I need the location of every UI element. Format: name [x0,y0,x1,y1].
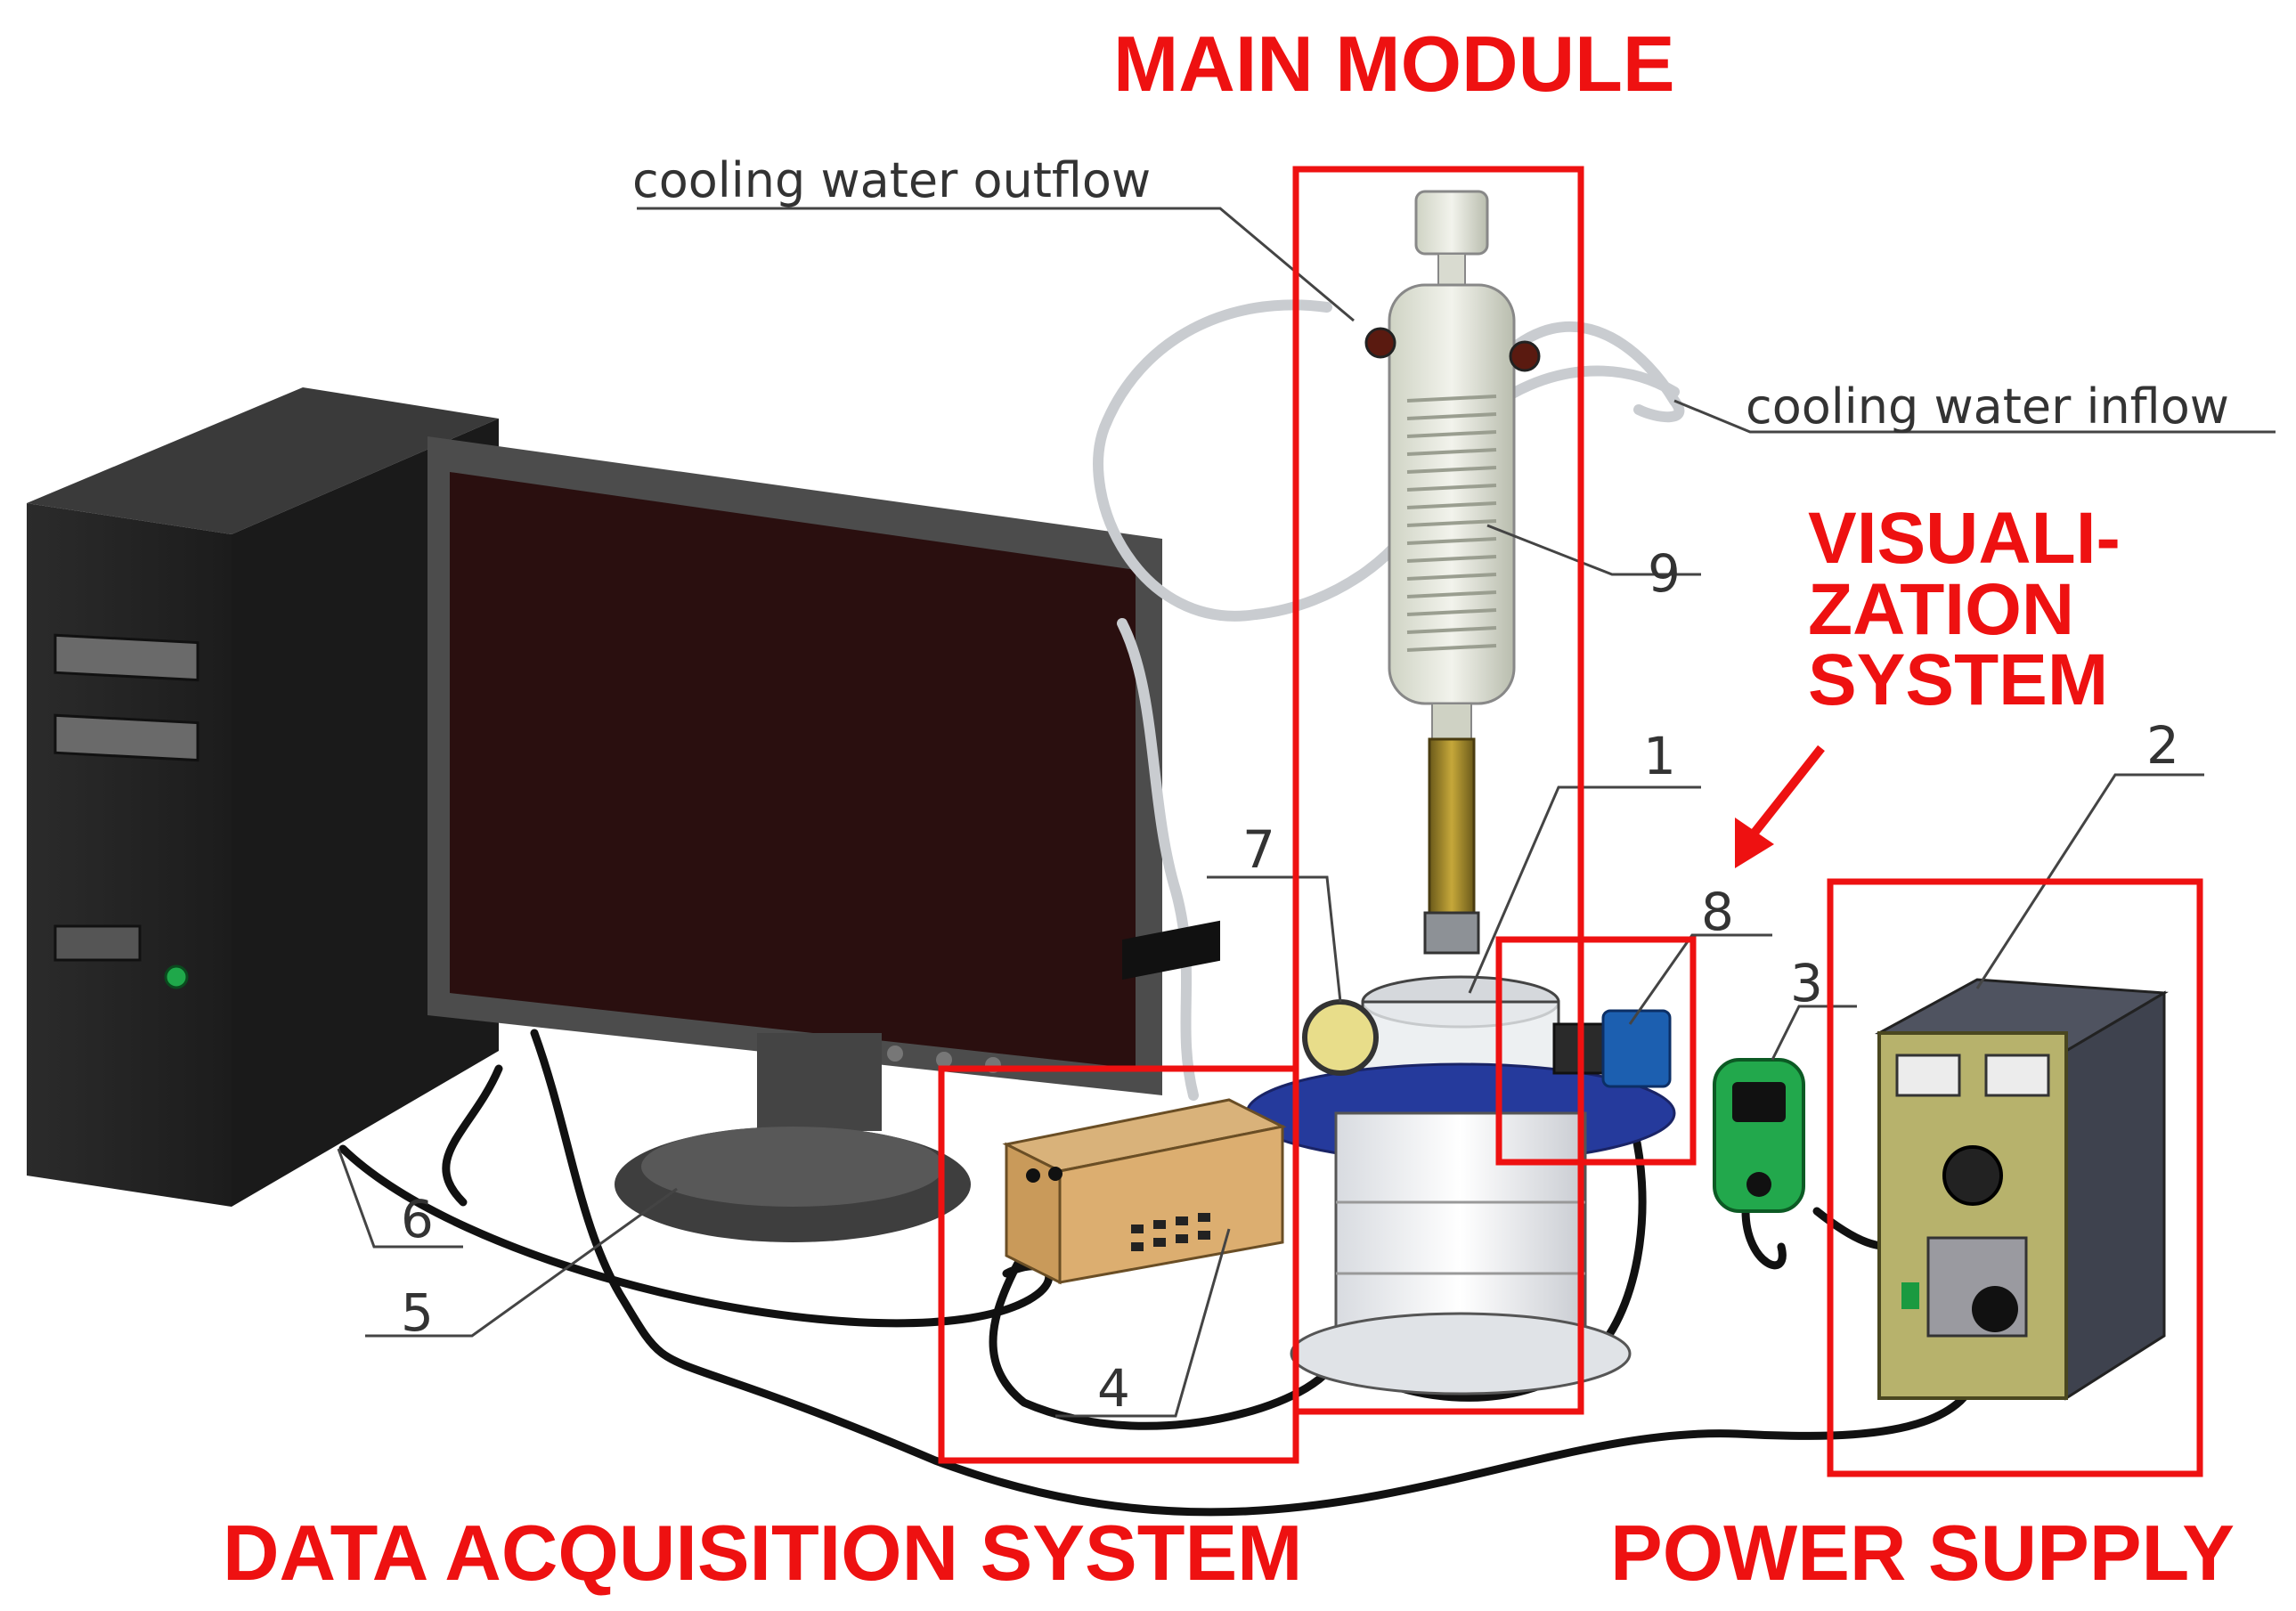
callout-6: 6 [401,1189,434,1249]
dimmer-controller [1713,1058,1805,1213]
data-acquisition-box [938,1065,1299,1464]
callout-8: 8 [1701,882,1734,942]
visualization-label-line-1: VISUALI- [1808,498,2121,579]
visualization-system-label: VISUALI- ZATION SYSTEM [1808,498,2121,721]
condenser [1364,190,1541,955]
power-supply-unit [1874,978,2169,1401]
data-acquisition-system-label: DATA ACQUISITION SYSTEM [223,1509,1303,1597]
data-acquisition-unit [1002,920,1287,1285]
visualization-label-line-3: SYSTEM [1808,639,2109,721]
callout-leaders [337,207,2276,1418]
cooling-water-outflow-label: cooling water outflow [632,152,1152,208]
callout-7: 7 [1242,819,1275,880]
callout-1: 1 [1643,726,1676,786]
highlight-boxes [938,166,2203,1477]
callout-9: 9 [1648,543,1681,604]
main-module-label: MAIN MODULE [1113,20,1675,108]
callout-3: 3 [1790,953,1823,1013]
main-module-box [1292,166,1584,1415]
visualization-label-line-2: ZATION [1808,568,2075,650]
visualization-arrow [1735,744,1825,868]
callout-5: 5 [401,1282,434,1343]
cooling-water-inflow-label: cooling water inflow [1746,378,2229,435]
visualization-box [1495,936,1697,1166]
monitor [427,436,1162,1242]
power-supply-box [1827,878,2203,1477]
callout-2: 2 [2146,715,2179,776]
callout-4: 4 [1097,1358,1130,1419]
power-supply-label: POWER SUPPLY [1610,1509,2235,1597]
boiling-vessel [1245,975,1676,1395]
